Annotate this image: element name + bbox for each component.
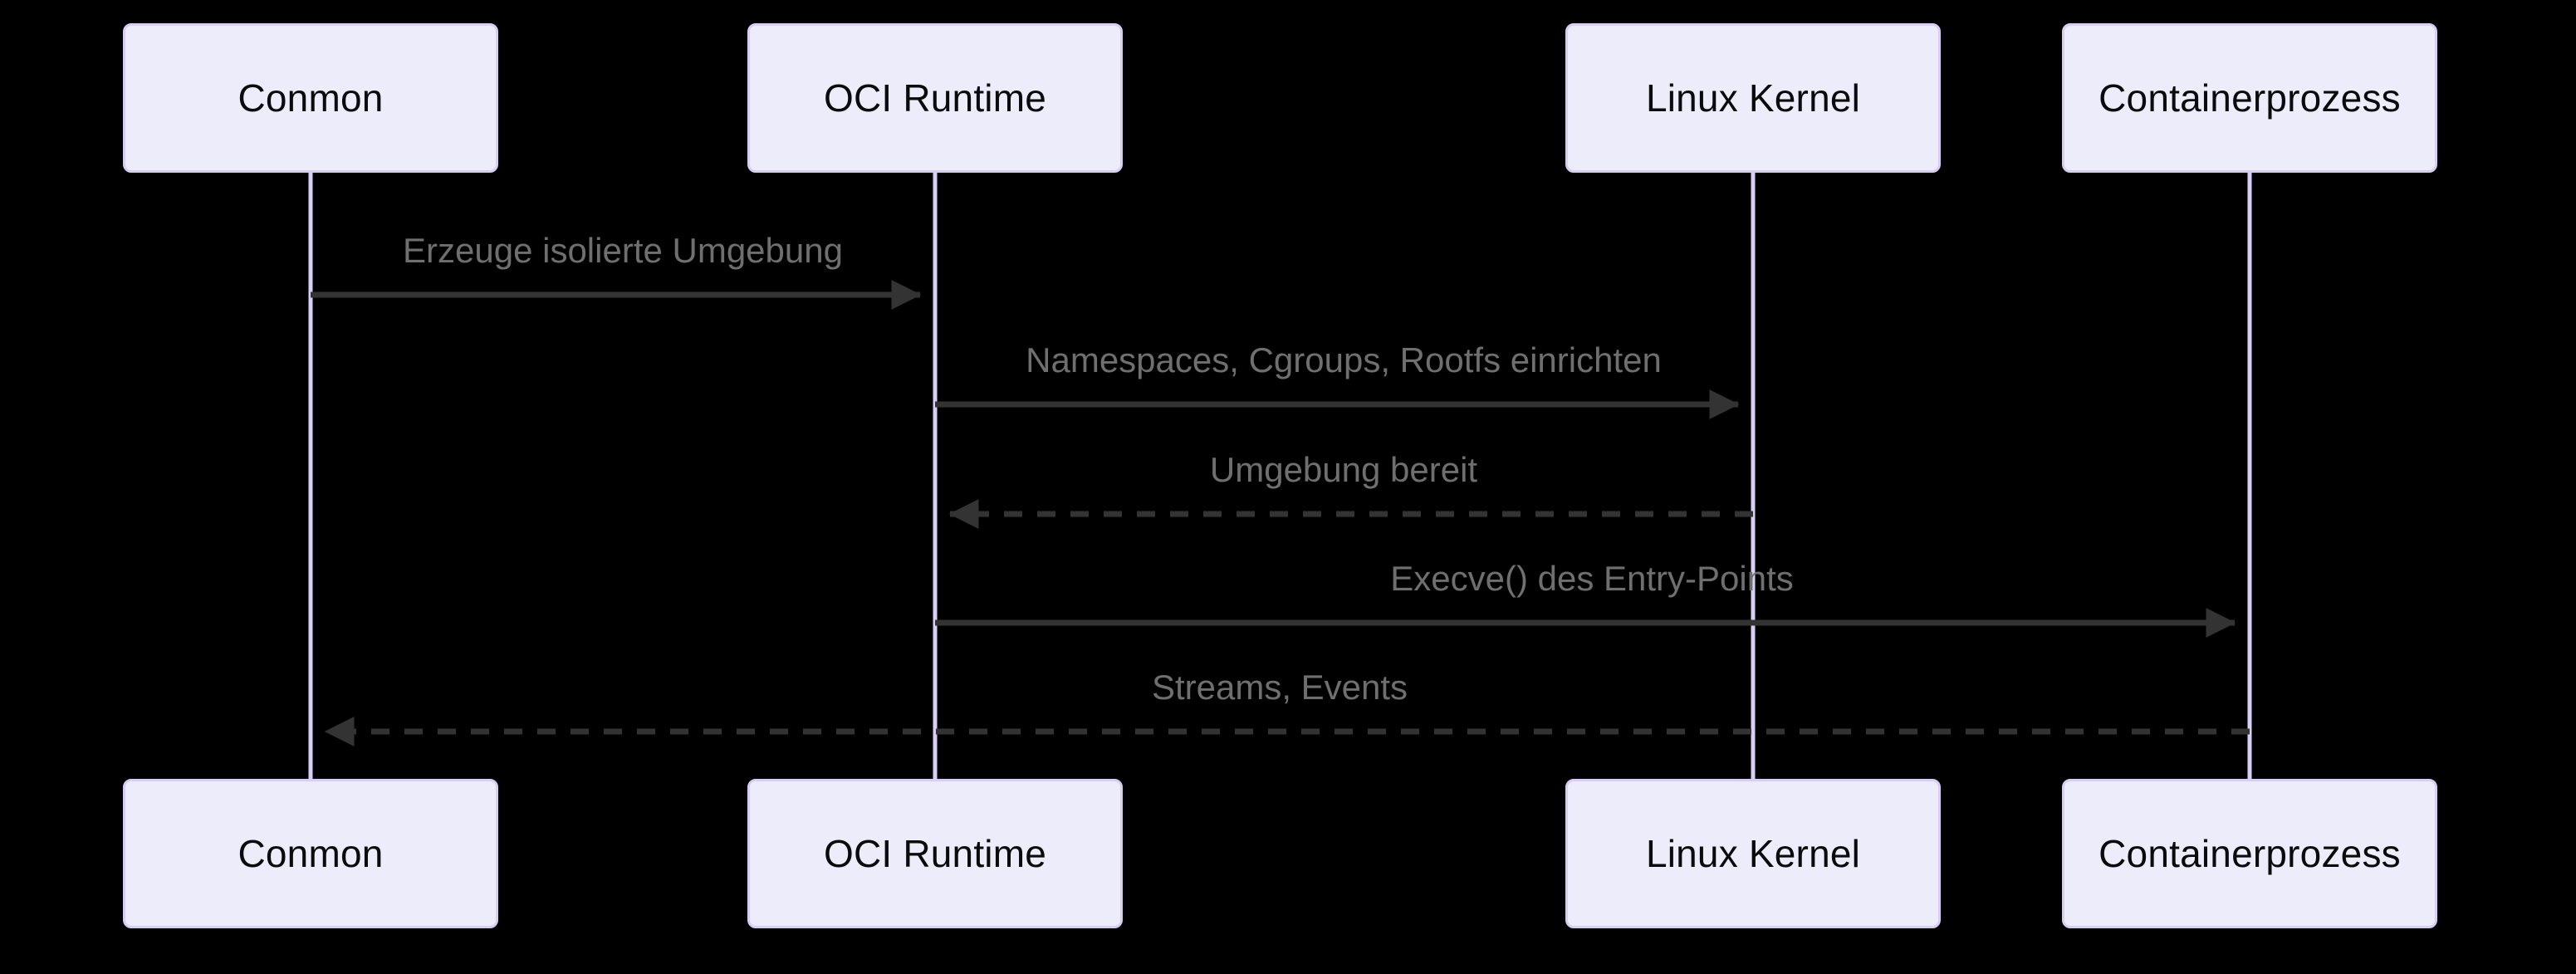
participant-bottom-kernel[interactable]: Linux Kernel (1565, 779, 1941, 928)
participant-label-oci: OCI Runtime (823, 832, 1047, 875)
message-label-m4: Execve() des Entry-Points (1390, 558, 1794, 598)
participant-label-oci: OCI Runtime (823, 76, 1047, 120)
participant-label-conmon: Conmon (238, 76, 384, 120)
participant-label-conmon: Conmon (238, 832, 384, 875)
participant-top-oci[interactable]: OCI Runtime (747, 23, 1123, 173)
participant-label-container: Containerprozess (2099, 832, 2401, 875)
participant-label-kernel: Linux Kernel (1645, 76, 1861, 120)
participant-bottom-oci[interactable]: OCI Runtime (747, 779, 1123, 928)
message-label-m2: Namespaces, Cgroups, Rootfs einrichten (1026, 340, 1662, 379)
participant-label-container: Containerprozess (2099, 76, 2401, 120)
participant-bottom-conmon[interactable]: Conmon (123, 779, 498, 928)
message-label-m5: Streams, Events (1151, 667, 1408, 707)
participant-top-kernel[interactable]: Linux Kernel (1565, 23, 1941, 173)
participant-label-kernel: Linux Kernel (1645, 832, 1861, 875)
message-label-m3: Umgebung bereit (1209, 449, 1478, 489)
message-label-m1: Erzeuge isolierte Umgebung (403, 230, 843, 270)
participant-top-container[interactable]: Containerprozess (2062, 23, 2437, 173)
participant-bottom-container[interactable]: Containerprozess (2062, 779, 2437, 928)
participant-top-conmon[interactable]: Conmon (123, 23, 498, 173)
